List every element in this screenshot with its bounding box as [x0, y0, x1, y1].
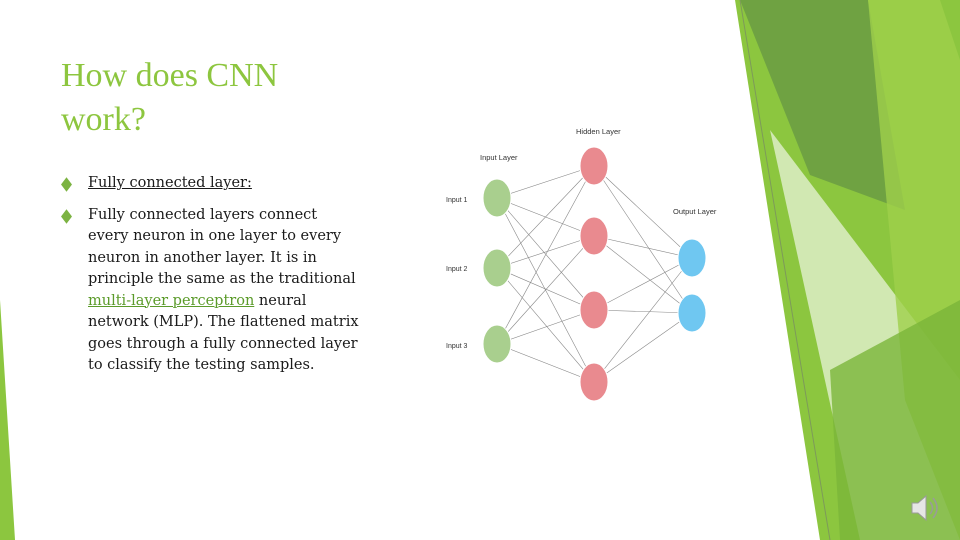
- input-layer-label: Input Layer: [480, 153, 518, 162]
- input-2-label: Input 2: [446, 266, 468, 273]
- connection-line: [593, 235, 693, 259]
- speaker-icon[interactable]: [906, 488, 946, 528]
- title-line-1: How does CNN: [61, 57, 279, 94]
- output-neuron-2: [677, 293, 707, 333]
- connection-line: [593, 235, 693, 314]
- bullet-list: Fully connected layer: Fully connected l…: [61, 173, 362, 387]
- connection-lines: [496, 165, 693, 383]
- connection-line: [593, 165, 693, 259]
- bullet-text-part2: neural network (MLP). The flattened matr…: [88, 292, 359, 374]
- input-neuron-1: [482, 178, 512, 218]
- bullet-diamond-icon: [61, 177, 72, 192]
- connection-line: [496, 165, 595, 345]
- input-3-label: Input 3: [446, 343, 468, 350]
- connection-line: [593, 257, 693, 311]
- connection-line: [593, 309, 693, 314]
- connection-line: [593, 257, 693, 383]
- bullet-item-heading: Fully connected layer:: [61, 173, 362, 195]
- bullet-text-part1: Fully connected layers connect every neu…: [88, 206, 356, 288]
- input-neuron-3: [482, 324, 512, 364]
- hidden-neuron-3: [579, 290, 609, 330]
- input-neuron-2: [482, 248, 512, 288]
- output-layer-label: Output Layer: [673, 207, 717, 216]
- bullet-item-description: Fully connected layers connect every neu…: [61, 205, 362, 377]
- connection-line: [496, 197, 595, 311]
- hidden-neuron-4: [579, 362, 609, 402]
- neural-network-diagram: Input Layer Hidden Layer Output Layer In…: [446, 127, 717, 402]
- slide-title: How does CNN work?: [61, 54, 391, 142]
- connection-line: [496, 165, 595, 199]
- connection-line: [496, 267, 595, 383]
- connection-line: [496, 235, 595, 345]
- connection-line: [496, 309, 595, 345]
- deco-shape-left: [0, 300, 15, 540]
- connection-line: [593, 165, 693, 314]
- mlp-link[interactable]: multi-layer perceptron: [88, 292, 255, 309]
- title-line-2: work?: [61, 101, 146, 138]
- connection-line: [593, 312, 693, 383]
- hidden-neuron-2: [579, 216, 609, 256]
- deco-shape-lower: [830, 300, 960, 540]
- connection-line: [496, 343, 595, 383]
- connection-line: [496, 267, 595, 311]
- hidden-neuron-1: [579, 146, 609, 186]
- deco-shape-dark: [740, 0, 905, 210]
- input-1-label: Input 1: [446, 197, 468, 204]
- connection-line: [496, 165, 595, 269]
- hidden-layer-label: Hidden Layer: [576, 127, 621, 136]
- neurons: [482, 146, 707, 402]
- deco-line: [739, 0, 831, 540]
- bullet-heading-text: Fully connected layer:: [88, 175, 252, 191]
- connection-line: [496, 235, 595, 269]
- bullet-diamond-icon: [61, 208, 72, 224]
- output-neuron-1: [677, 238, 707, 278]
